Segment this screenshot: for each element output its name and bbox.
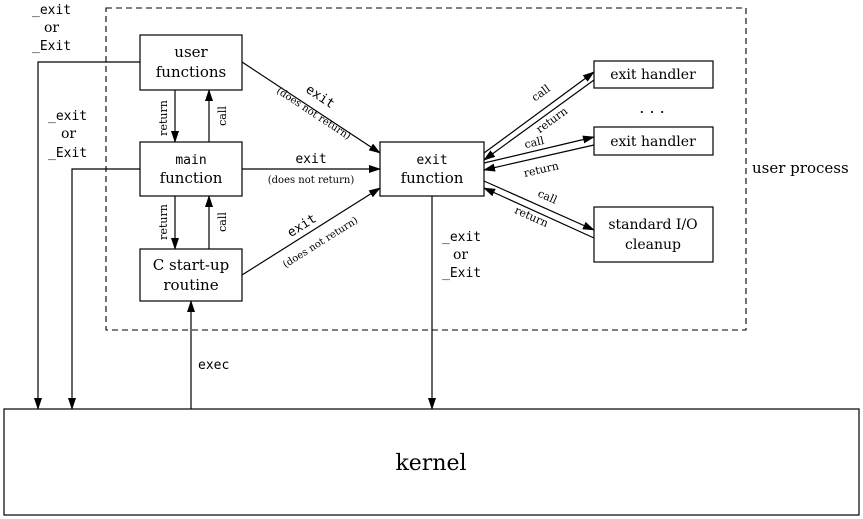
call-arrow-stdio bbox=[483, 180, 595, 231]
call-label-lower: call bbox=[216, 212, 229, 232]
return-arrow-handler-1 bbox=[483, 79, 595, 161]
main-exit-label-1: _exit bbox=[48, 109, 87, 124]
stdio-cleanup-box bbox=[593, 206, 714, 263]
c-startup-box bbox=[139, 248, 243, 302]
main-exit-label-3: _Exit bbox=[48, 146, 87, 161]
exec-label: exec bbox=[198, 358, 229, 373]
ellipsis: . . . bbox=[639, 98, 664, 117]
user-functions-exit-to-kernel-arrow bbox=[34, 61, 140, 410]
return-label-upper: return bbox=[157, 100, 170, 136]
stdio-cleanup-line1: standard I/O bbox=[608, 217, 697, 233]
exit-function-line2: function bbox=[401, 169, 464, 187]
user-functions-line2: functions bbox=[156, 63, 227, 81]
exit-kernel-label-2: or bbox=[453, 247, 468, 263]
exit-kernel-label-1: _exit bbox=[442, 230, 481, 245]
exit-kernel-label-3: _Exit bbox=[442, 266, 481, 281]
stdio-cleanup-line2: cleanup bbox=[625, 237, 681, 253]
call-label-handler-1: call bbox=[529, 82, 553, 104]
does-not-return-middle: (does not return) bbox=[268, 175, 355, 186]
kernel-label: kernel bbox=[395, 451, 466, 476]
main-function-line2: function bbox=[160, 169, 223, 187]
return-label-lower: return bbox=[157, 204, 170, 240]
c-startup-line2: routine bbox=[163, 276, 218, 294]
exit-arrow-from-user-functions bbox=[241, 61, 381, 154]
call-arrow-handler-1 bbox=[483, 71, 595, 154]
user-exit-label-3: _Exit bbox=[32, 39, 71, 54]
exit-label-lower: exit bbox=[285, 211, 319, 240]
main-exit-label-2: or bbox=[61, 126, 76, 142]
user-functions-line1: user bbox=[174, 43, 208, 61]
user-process-label: user process bbox=[752, 159, 849, 177]
main-exit-to-kernel-arrow bbox=[68, 168, 140, 410]
call-arrow-handler-2 bbox=[483, 135, 595, 164]
call-label-stdio: call bbox=[536, 187, 560, 207]
return-arrow-handler-2 bbox=[483, 144, 595, 172]
return-label-handler-2: return bbox=[522, 159, 560, 180]
user-exit-label-2: or bbox=[44, 20, 59, 36]
exit-label-middle: exit bbox=[295, 152, 326, 167]
exit-function-line1: exit bbox=[416, 153, 447, 168]
exit-handler-2-label: exit handler bbox=[610, 134, 696, 150]
call-label-upper: call bbox=[216, 106, 229, 126]
c-startup-line1: C start-up bbox=[153, 256, 229, 274]
exit-arrow-from-startup bbox=[241, 187, 381, 276]
exit-handler-1-label: exit handler bbox=[610, 67, 696, 83]
main-function-line1: main bbox=[175, 153, 206, 168]
return-arrow-stdio bbox=[483, 187, 595, 239]
user-functions-box bbox=[139, 34, 243, 91]
user-exit-label-1: _exit bbox=[32, 3, 71, 18]
call-label-handler-2: call bbox=[523, 134, 546, 151]
